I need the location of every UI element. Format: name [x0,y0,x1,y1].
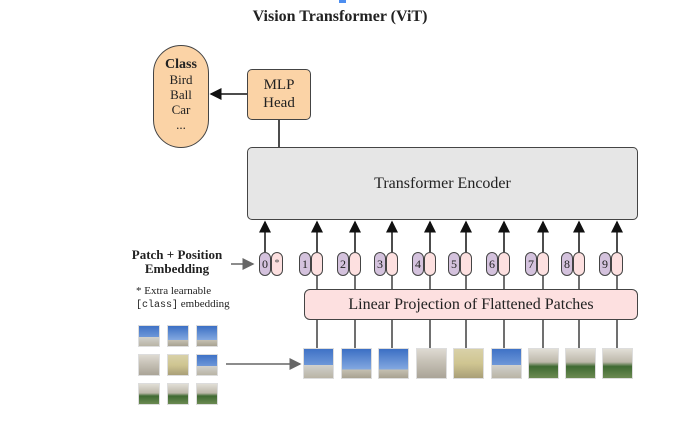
mlp-head-box: MLP Head [247,69,311,120]
position-embedding: 2 [337,252,349,276]
grid-patch-tower-sky [167,325,189,347]
image-patch-garden-building [528,348,559,379]
grid-patch-garden-building [138,383,160,405]
mlp-label-1: MLP [263,77,295,93]
class-item: Car [171,102,191,117]
class-item: ... [176,117,186,132]
patch-embedding [386,252,398,276]
patch-embedding [424,252,436,276]
patch-position-label: Patch + Position Embedding [122,248,232,276]
token-4: 4 [412,252,436,276]
grid-patch-tower-building [196,354,218,376]
grid-patch-path-garden [196,383,218,405]
diagram-title: Vision Transformer (ViT) [252,8,428,25]
image-patch-sky-spire [378,348,409,379]
patch-embedding [311,252,323,276]
top-marker [339,0,346,3]
grid-patch-yellow-facade [167,354,189,376]
encoder-label: Transformer Encoder [374,174,511,192]
token-1: 1 [299,252,323,276]
grid-patch-garden [167,383,189,405]
image-patch-tower-sky [341,348,372,379]
image-patch-path-garden [602,348,633,379]
mlp-label-2: Head [263,95,295,111]
patch-embedding [573,252,585,276]
position-embedding: 3 [374,252,386,276]
image-patch-yellow-facade [453,348,484,379]
class-output-box: Class Bird Ball Car ... [153,45,209,148]
position-embedding: 6 [486,252,498,276]
image-patch-tower-building [491,348,522,379]
image-patch-dome-sky [303,348,334,379]
position-embedding: 9 [599,252,611,276]
position-embedding: 7 [525,252,537,276]
patch-embedding [498,252,510,276]
note-line-1: * Extra learnable [136,285,212,297]
token-8: 8 [561,252,585,276]
token-9: 9 [599,252,623,276]
class-item: Bird [169,72,193,87]
grid-patch-dome-sky [138,325,160,347]
token-7: 7 [525,252,549,276]
grid-patch-sky-spire [196,325,218,347]
note-mono: [class] [136,300,179,311]
token-0: 0* [259,252,283,276]
transformer-encoder-box: Transformer Encoder [247,147,638,220]
patch-embedding [537,252,549,276]
class-token-note: * Extra learnable [class] embedding [136,285,230,312]
position-embedding: 5 [448,252,460,276]
grid-patch-facade [138,354,160,376]
class-item: Ball [170,87,192,102]
token-3: 3 [374,252,398,276]
position-embedding: 8 [561,252,573,276]
patch-embedding [349,252,361,276]
image-patch-facade [416,348,447,379]
class-heading: Class [165,57,197,72]
position-embedding: 4 [412,252,424,276]
linear-projection-label: Linear Projection of Flattened Patches [348,295,594,313]
pp-line-2: Embedding [144,261,210,276]
position-embedding: 1 [299,252,311,276]
image-patch-garden [565,348,596,379]
pp-line-1: Patch + Position [131,247,223,262]
patch-embedding [460,252,472,276]
patch-embedding [611,252,623,276]
token-2: 2 [337,252,361,276]
token-6: 6 [486,252,510,276]
class-token-embedding: * [271,252,283,276]
position-embedding: 0 [259,252,271,276]
note-rest: embedding [178,298,230,310]
linear-projection-box: Linear Projection of Flattened Patches [304,289,638,320]
token-5: 5 [448,252,472,276]
